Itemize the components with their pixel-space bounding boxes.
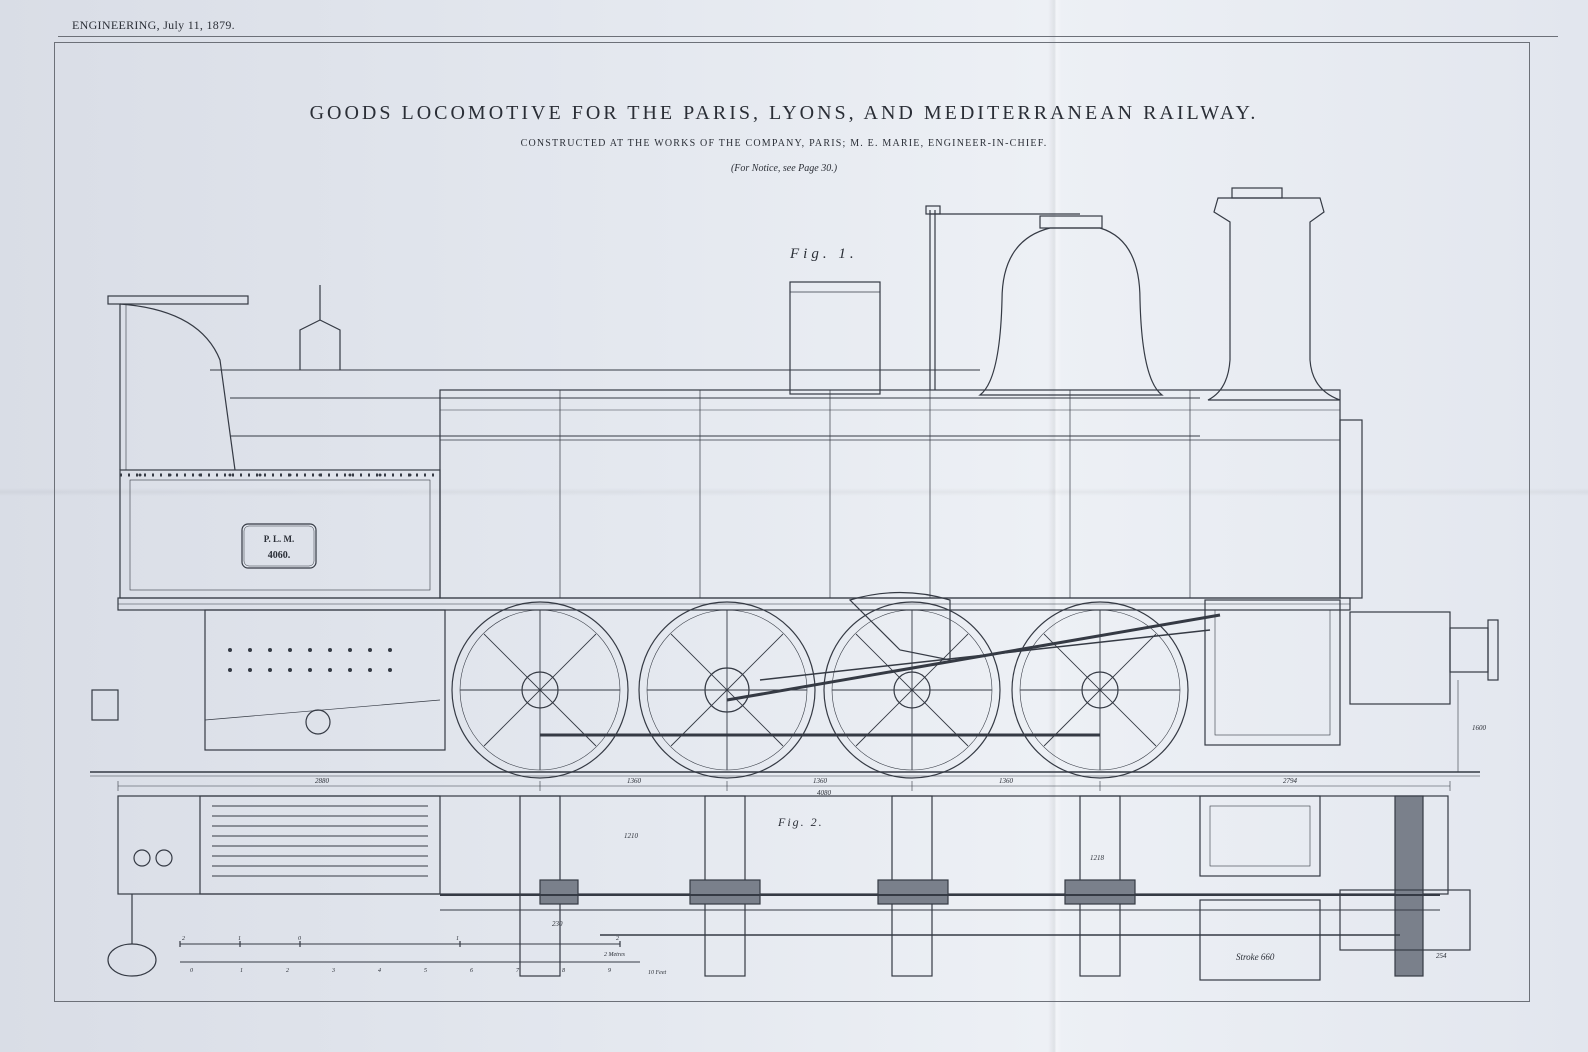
dim-plan-c: 230: [552, 920, 563, 928]
dim-rear: 2880: [315, 777, 330, 785]
svg-text:1: 1: [240, 968, 243, 974]
plan-frame: [117, 795, 1449, 895]
svg-text:1: 1: [456, 936, 459, 942]
svg-text:0: 0: [298, 936, 301, 942]
scale-bar: [179, 941, 640, 963]
cylinder: [1204, 599, 1341, 746]
cab: [107, 295, 249, 305]
scale-ticks-top: 2 1 0 1 2: [182, 936, 619, 942]
paper-fold-vertical: [1048, 0, 1062, 1052]
svg-text:7: 7: [516, 968, 520, 974]
fig1-label: Fig. 1.: [789, 246, 858, 262]
dim-height: 1600: [1472, 724, 1487, 732]
sand-box: [789, 281, 881, 395]
number-plate-line2: 4060.: [268, 550, 291, 561]
svg-text:5: 5: [424, 968, 427, 974]
dim-total: 4080: [817, 789, 832, 797]
dim-wheelbase-1: 1360: [627, 777, 642, 785]
scale-feet-label: 10 Feet: [648, 970, 666, 976]
svg-text:6: 6: [470, 968, 473, 974]
steam-dome: [978, 227, 1164, 396]
number-plate: [241, 523, 317, 569]
header-rule: [58, 36, 1558, 37]
paper-fold-horizontal: [0, 488, 1588, 496]
plate-frame: [54, 42, 1530, 1002]
chimney: [1207, 197, 1341, 401]
svg-text:2: 2: [616, 936, 619, 942]
svg-text:9: 9: [608, 968, 611, 974]
dim-wheelbase-3: 1360: [999, 777, 1014, 785]
dim-plan-d: 254: [1436, 952, 1447, 960]
plate-notice: (For Notice, see Page 30.): [730, 163, 838, 174]
svg-text:3: 3: [331, 968, 335, 974]
fig2-label: Fig. 2.: [777, 815, 824, 829]
boiler-barrel: [439, 389, 1341, 599]
rivets: [138, 473, 412, 672]
connecting-rod: [726, 613, 1221, 702]
svg-text:2: 2: [286, 968, 289, 974]
svg-text:0: 0: [190, 968, 193, 974]
dim-front: 2794: [1283, 777, 1298, 785]
dim-plan-a: 1210: [624, 832, 639, 840]
number-plate-line1: P. L. M.: [264, 534, 294, 544]
journal-header: ENGINEERING, July 11, 1879.: [72, 18, 235, 32]
scale-metres-label: 2 Metres: [604, 952, 626, 958]
svg-text:8: 8: [562, 968, 565, 974]
plan-view: [107, 795, 1471, 981]
side-tank: [119, 469, 441, 599]
firebox-plan: [199, 795, 441, 895]
plate-subtitle: CONSTRUCTED AT THE WORKS OF THE COMPANY,…: [520, 138, 1048, 149]
svg-text:4: 4: [378, 967, 381, 974]
dim-plan-b: 1218: [1090, 854, 1105, 862]
dim-wheelbase-2: 1360: [813, 777, 828, 785]
elevation-view: [90, 187, 1499, 791]
plate-title: GOODS LOCOMOTIVE FOR THE PARIS, LYONS, A…: [309, 102, 1259, 124]
svg-text:1: 1: [238, 936, 241, 942]
svg-text:2: 2: [182, 936, 185, 942]
scale-ticks-bottom: 0 1 2 3 4 5 6 7 8 9: [190, 967, 611, 974]
stroke-label: Stroke 660: [1236, 952, 1275, 962]
